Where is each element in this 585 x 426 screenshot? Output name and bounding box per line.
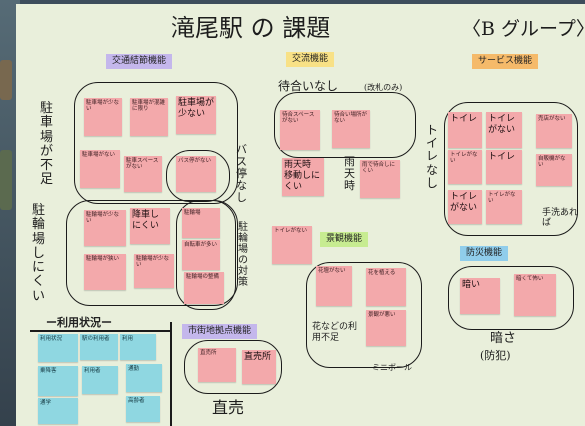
section-label-usage: ー利用状況ー bbox=[46, 316, 112, 329]
sticky-note: 雨で待合しにくい bbox=[360, 160, 400, 198]
divider-line bbox=[30, 330, 170, 332]
sticky-note: 駐輪場の整備 bbox=[184, 272, 224, 304]
annotation-rain-time: 雨天時 bbox=[344, 155, 355, 193]
annotation-direct-sale: 直売 bbox=[212, 398, 245, 417]
sticky-note: 駐輪場が少ない bbox=[134, 254, 174, 288]
poster-title: 滝尾駅 の 課題 bbox=[171, 14, 331, 42]
section-label-town-center: 市街地拠点機能 bbox=[182, 324, 258, 339]
sticky-note-teal: 利用 bbox=[120, 334, 156, 360]
sticky-note: 雨天時 移動しにくい bbox=[282, 158, 324, 196]
sticky-note: トイレがない bbox=[448, 150, 482, 184]
sticky-note-teal: 利用者 bbox=[82, 366, 118, 394]
annotation-meeting-none: 待合いなし bbox=[278, 79, 339, 93]
annotation-ticket-none: (改札のみ) bbox=[364, 83, 403, 92]
annotation-bike-narrow: 駐輪場しにくい bbox=[32, 203, 46, 304]
sticky-note-teal: 駅の利用者 bbox=[80, 334, 118, 360]
sticky-note: 花を植える bbox=[366, 268, 406, 306]
sticky-note: 景観が悪い bbox=[366, 310, 406, 346]
sticky-note: トイレがない bbox=[272, 226, 312, 264]
section-label-landscape: 景観機能 bbox=[320, 232, 369, 247]
annotation-minibowl: ミニボール bbox=[372, 363, 412, 372]
sticky-note: トイレ bbox=[486, 150, 522, 184]
sticky-note: 待合スペースがない bbox=[280, 110, 320, 150]
sticky-note-teal: 利用状況 bbox=[38, 334, 78, 362]
annotation-crime: (防犯) bbox=[480, 349, 511, 362]
sticky-note: 直売所 bbox=[198, 348, 236, 382]
sticky-note: 待合い場所がない bbox=[332, 110, 370, 148]
annotation-teaho: 手洗あれば bbox=[542, 208, 579, 229]
sticky-note: バス停がない bbox=[176, 156, 216, 192]
sticky-note: 花壇がない bbox=[316, 266, 352, 306]
sticky-note: 暗い bbox=[460, 278, 500, 314]
section-label-disaster: 防災機能 bbox=[460, 246, 509, 261]
background-left bbox=[0, 0, 20, 426]
annotation-toilet-none: トイレなし bbox=[426, 123, 439, 190]
sticky-note: 駐車場が混雑に限り bbox=[130, 98, 168, 136]
annotation-bus-none: バス停なし bbox=[236, 143, 247, 205]
annotation-flowers: 花などの利用不足 bbox=[312, 322, 358, 343]
divider-line bbox=[170, 322, 172, 426]
sticky-note: 降車しにくい bbox=[130, 208, 170, 244]
poster-paper: 滝尾駅 の 課題 〈B グループ〉 交通結節機能 交流機能 サービス機能 景観機… bbox=[16, 4, 585, 426]
annotation-parking-few: 駐車場が不足 bbox=[40, 101, 54, 188]
sticky-note-teal: 乗降客 bbox=[38, 366, 78, 396]
section-label-service: サービス機能 bbox=[472, 54, 539, 69]
sticky-note: トイレ bbox=[448, 112, 482, 148]
sticky-note: 駐輪場が少ない bbox=[84, 210, 126, 246]
sticky-note: 自販機がない bbox=[536, 154, 572, 186]
sticky-note: 駐輪場が狭い bbox=[84, 254, 126, 290]
background-object bbox=[0, 60, 12, 100]
sticky-note: 駐車スペースがない bbox=[124, 156, 162, 192]
sticky-note: 駐車場が少ない bbox=[84, 98, 122, 136]
sticky-note: 暗くて怖い bbox=[514, 274, 556, 316]
sticky-note: 駐輪場 bbox=[182, 208, 220, 238]
annotation-dark: 暗さ bbox=[490, 331, 517, 346]
sticky-note: 駐車場がない bbox=[80, 150, 120, 188]
sticky-note-teal: 通学 bbox=[38, 398, 78, 424]
sticky-note-teal: 通勤 bbox=[126, 364, 162, 392]
sticky-note: 自転車が多い bbox=[182, 240, 220, 270]
annotation-bike-measures: 駐輪場の対策 bbox=[238, 222, 248, 288]
sticky-note: トイレがない bbox=[448, 190, 482, 224]
sticky-note: トイレがない bbox=[486, 190, 522, 224]
sticky-note: 直売所 bbox=[242, 350, 276, 384]
sticky-note: 売店がない bbox=[536, 114, 572, 148]
sticky-note-teal: 高齢者 bbox=[126, 396, 160, 422]
group-label: 〈B グループ〉 bbox=[462, 18, 585, 40]
background-object bbox=[0, 150, 12, 210]
sticky-note: トイレがない bbox=[486, 112, 522, 148]
sticky-note: 駐車場が少ない bbox=[176, 96, 216, 134]
section-label-transport: 交通結節機能 bbox=[106, 54, 173, 69]
section-label-exchange: 交流機能 bbox=[286, 52, 335, 67]
